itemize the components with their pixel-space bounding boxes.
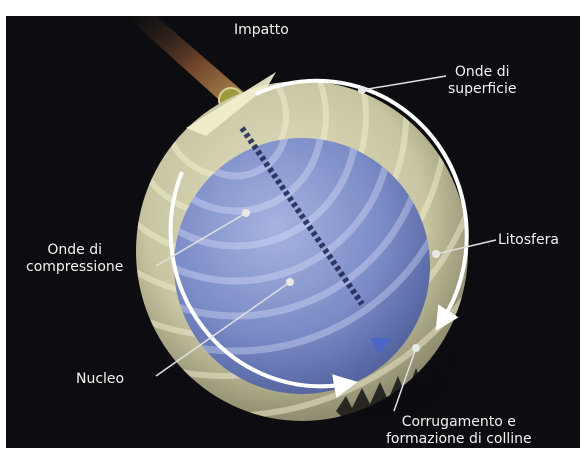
cropped-caption-strip	[0, 0, 585, 8]
folding-label: Corrugamento e formazione di colline	[386, 414, 532, 448]
surface-waves-label-line1: Onde di	[448, 64, 516, 81]
surface-waves-label: Onde di superficie	[448, 64, 516, 98]
core-label: Nucleo	[76, 371, 124, 388]
folding-label-line2: formazione di colline	[386, 431, 532, 448]
compression-waves-label: Onde di compressione	[26, 242, 123, 276]
compression-waves-label-line1: Onde di	[26, 242, 123, 259]
compression-waves-label-line2: compressione	[26, 259, 123, 276]
impact-diagram-panel: Impatto Onde di superficie Onde di compr…	[6, 16, 580, 448]
impact-label: Impatto	[234, 22, 289, 39]
surface-waves-label-line2: superficie	[448, 81, 516, 98]
folding-label-line1: Corrugamento e	[386, 414, 532, 431]
lithosphere-label: Litosfera	[498, 232, 559, 249]
